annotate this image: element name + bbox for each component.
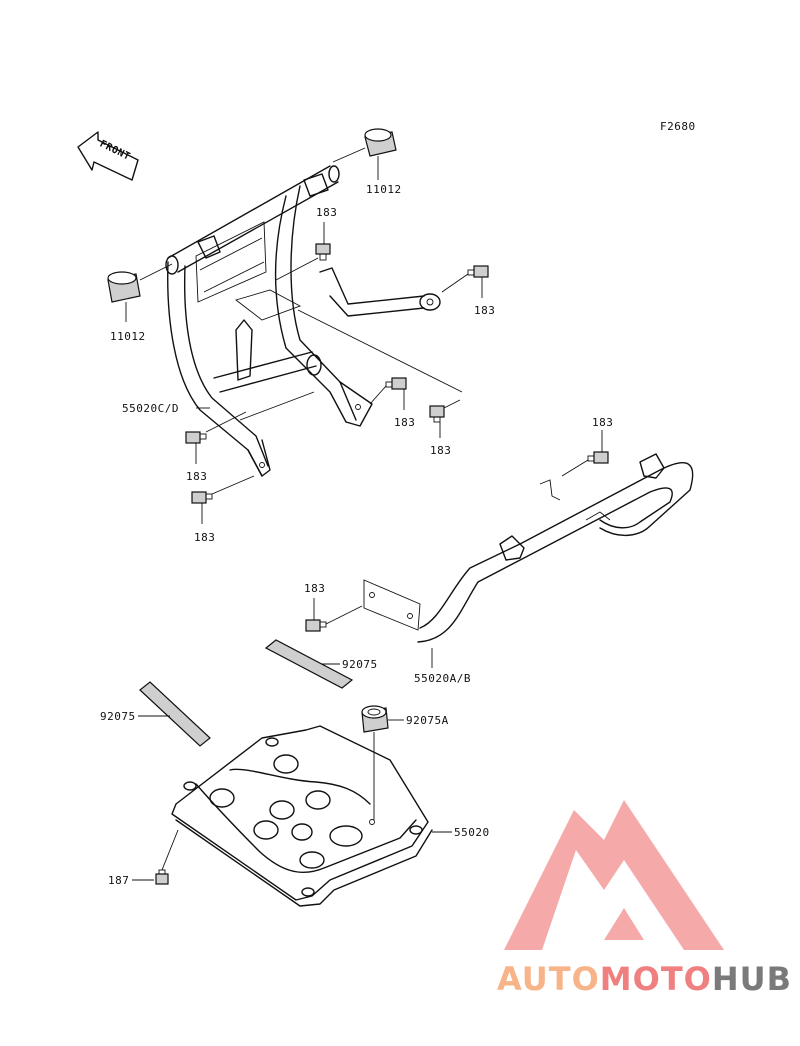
bolt-183-left-a: 183 [185,411,247,483]
bolt-183-guard-left: 183 [304,582,363,632]
bolt-183-left-b: 183 [191,475,255,544]
guard-bar: 55020A/B [363,453,694,685]
front-label: FRONT [98,139,132,163]
pad-lower: 92075 [100,681,211,747]
bolt-183-mid-b: 183 [429,399,461,457]
bolt-187: 187 [108,829,179,887]
watermark-part-3: HUB [711,960,792,998]
callout-bolt-guard-left: 183 [304,582,325,595]
callout-bolt-guard-top: 183 [592,416,613,429]
callout-bolt-left-a: 183 [186,470,207,483]
callout-bushing-left: 11012 [110,330,146,343]
callout-bolt-mid-a: 183 [394,416,415,429]
frame-callout: 55020C/D [122,402,210,415]
callout-bolt-left-b: 183 [194,531,215,544]
callout-pad-lower: 92075 [100,710,136,723]
callout-bolt-right: 183 [474,304,495,317]
watermark-text: AUTOMOTOHUB [497,960,792,998]
watermark-part-2: MOTO [599,960,712,998]
front-arrow-icon: FRONT [77,131,139,181]
pad-round: 92075A [361,705,449,820]
skid-plate: 55020 [171,725,490,907]
figure-id: F2680 [660,120,696,133]
bolt-183-right: 183 [441,265,495,317]
callout-bushing-right: 11012 [366,183,402,196]
bushing-left: 11012 [107,263,173,343]
bolt-183-mid-a: 183 [369,377,415,429]
watermark-part-1: AUTO [496,960,600,998]
callout-frame-cd: 55020C/D [122,402,179,415]
callout-bolt-top: 183 [316,206,337,219]
bolt-183-guard-top: 183 [561,416,613,477]
callout-small-bolt: 187 [108,874,129,887]
bushing-right: 11012 [332,128,402,196]
callout-guard-ab: 55020A/B [414,672,471,685]
frame-assembly [165,165,463,477]
pad-upper: 92075 [264,639,378,689]
callout-skid-plate: 55020 [454,826,490,839]
automotohub-logo-icon [504,800,724,950]
callout-pad-upper: 92075 [342,658,378,671]
callout-bolt-mid-b: 183 [430,444,451,457]
bolt-183-top: 183 [275,206,337,281]
callout-pad-round: 92075A [406,714,449,727]
